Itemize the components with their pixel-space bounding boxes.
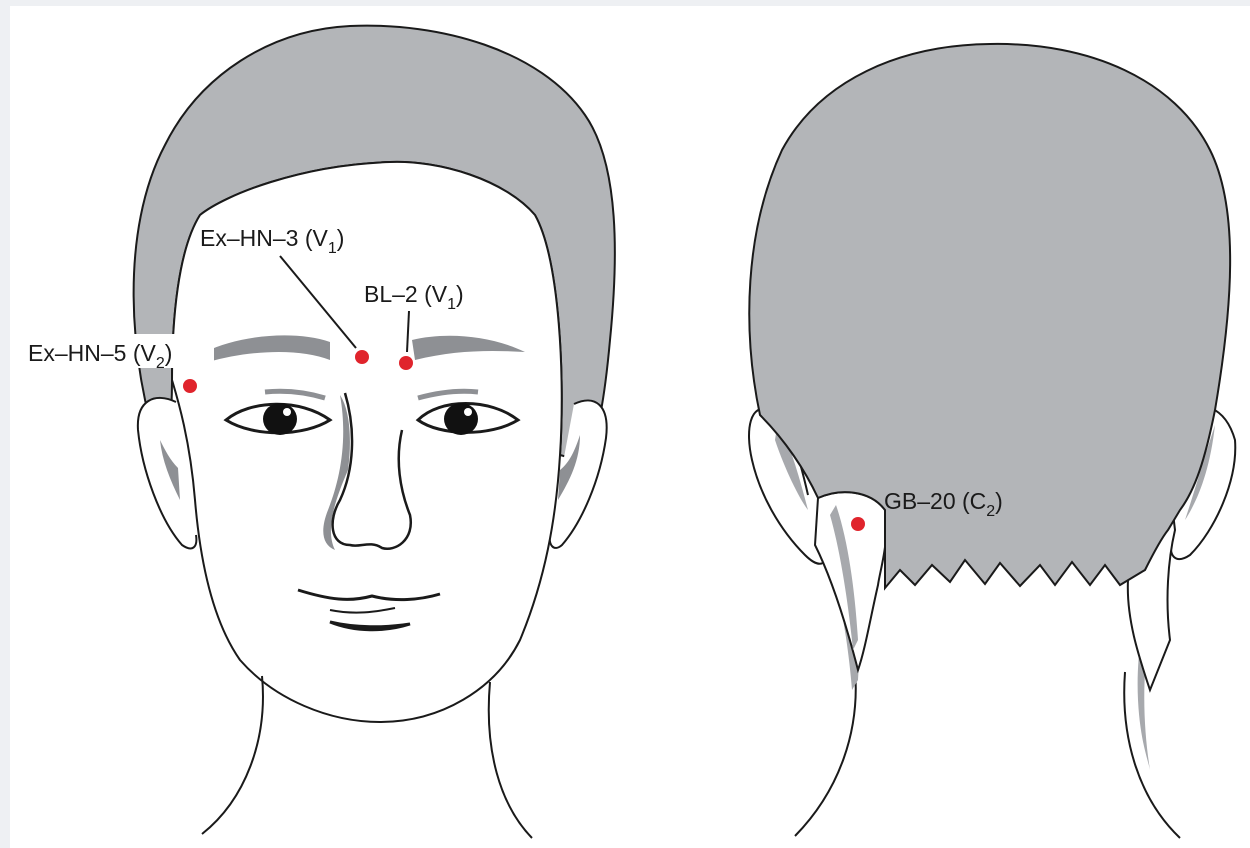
back-view: GB–20 (C2) — [749, 44, 1235, 838]
ex-hn-5-point — [183, 379, 197, 393]
ex-hn-3-point — [355, 350, 369, 364]
front-view: Ex–HN–3 (V1) BL–2 (V1) Ex–HN–5 (V2) — [24, 26, 615, 838]
gb-20-point — [851, 517, 865, 531]
back-neck — [795, 670, 1180, 838]
bl-2-point — [399, 356, 413, 370]
